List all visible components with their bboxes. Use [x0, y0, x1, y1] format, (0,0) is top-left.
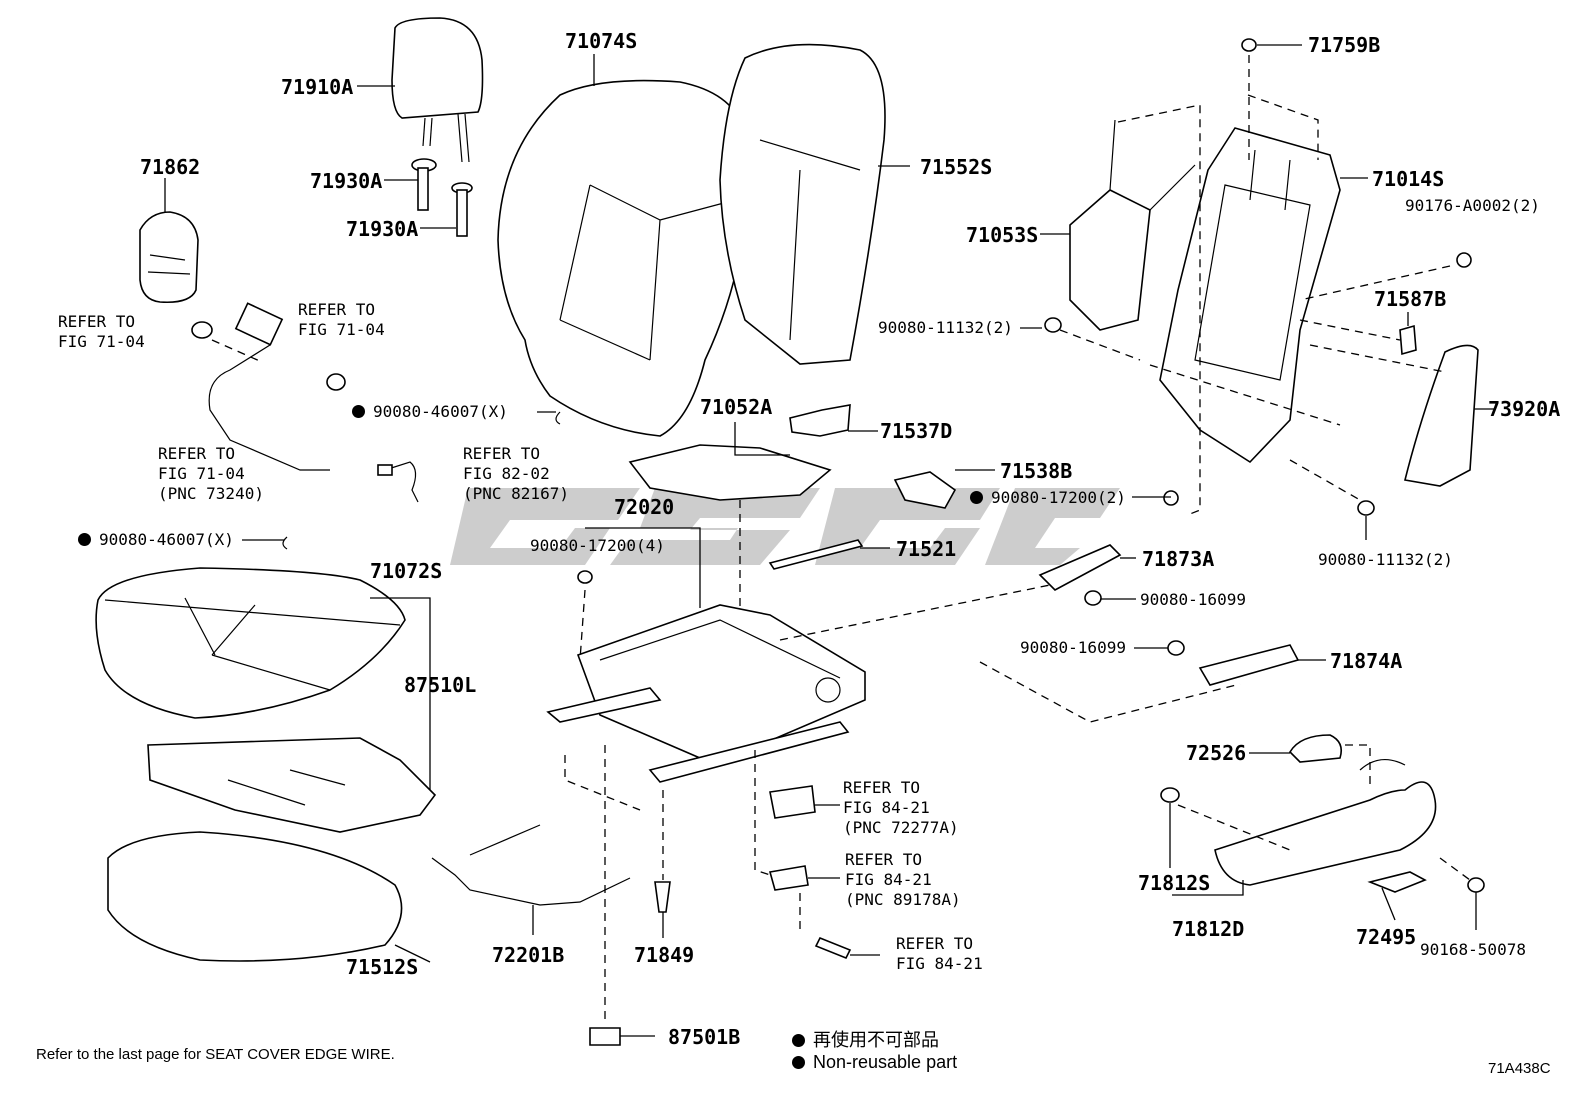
label-71072S: 71072S	[370, 559, 443, 583]
legend-en-text: Non-reusable part	[813, 1052, 958, 1072]
label-71873A: 71873A	[1142, 547, 1215, 571]
seatback-pad	[497, 79, 750, 437]
alignment-dashes	[211, 55, 1471, 1025]
label-87501B: 87501B	[668, 1025, 741, 1049]
seatback-frame	[1159, 127, 1341, 464]
refer-note-6: REFER TO FIG 84-21 (PNC 89178A)	[845, 850, 961, 909]
clip-parts	[191, 321, 346, 391]
cover-71873A	[1038, 544, 1122, 591]
label-72201B: 72201B	[492, 943, 565, 967]
label-90080-46007-b: 90080-46007(X)	[78, 530, 234, 550]
label-71552S: 71552S	[920, 155, 993, 179]
label-71053S: 71053S	[966, 223, 1039, 247]
label-90168-50078: 90168-50078	[1420, 940, 1526, 959]
label-71587B: 71587B	[1374, 287, 1447, 311]
label-71759B: 71759B	[1308, 33, 1381, 57]
headrest-guide-b	[451, 182, 473, 237]
seat-belt-buckle	[208, 302, 330, 471]
strip-71521	[768, 539, 864, 570]
cover-71874A	[1198, 644, 1300, 686]
clip-a	[555, 411, 561, 425]
side-shield	[1214, 759, 1437, 886]
headrest	[391, 17, 484, 163]
seatback-cover	[719, 43, 886, 365]
label-71537D: 71537D	[880, 419, 953, 443]
label-71849: 71849	[634, 943, 695, 967]
refer-note-4: REFER TO FIG 82-02 (PNC 82167)	[463, 444, 569, 503]
label-90080-16099-b: 90080-16099	[1020, 638, 1126, 657]
label-90080-11132-b: 90080-11132(2)	[1318, 550, 1453, 569]
label-72495: 72495	[1356, 925, 1417, 949]
figure-code: 71A438C	[1488, 1060, 1551, 1077]
label-90176-A0002: 90176-A0002(2)	[1405, 196, 1540, 215]
label-90080-16099-a: 90080-16099	[1140, 590, 1246, 609]
legend-jp: 再使用不可部品	[792, 1026, 939, 1052]
refer-note-5: REFER TO FIG 84-21 (PNC 72277A)	[843, 778, 959, 837]
wire-harness	[377, 461, 419, 503]
label-90080-17200-a-text: 90080-17200(2)	[991, 488, 1126, 507]
label-71862: 71862	[140, 155, 201, 179]
bolts	[577, 38, 1485, 1046]
legend-dot	[792, 1034, 805, 1047]
label-71052A: 71052A	[700, 395, 773, 419]
seat-cushion-cover	[107, 831, 403, 962]
label-90080-17200-a: 90080-17200(2)	[970, 488, 1126, 508]
bracket-71537D	[789, 404, 851, 437]
label-90080-11132-a: 90080-11132(2)	[878, 318, 1013, 337]
legend-dot	[792, 1056, 805, 1069]
footer-note: Refer to the last page for SEAT COVER ED…	[36, 1046, 395, 1063]
label-71538B: 71538B	[1000, 459, 1073, 483]
label-71930A-2: 71930A	[346, 217, 419, 241]
seat-track-frame	[546, 604, 866, 783]
side-cover	[139, 211, 199, 304]
label-90080-17200-b: 90080-17200(4)	[530, 536, 665, 555]
label-90080-46007-a-text: 90080-46007(X)	[373, 402, 508, 421]
refer-note-7: REFER TO FIG 84-21	[896, 934, 983, 973]
label-72526: 72526	[1186, 741, 1247, 765]
bracket-71538B	[893, 471, 957, 509]
label-71014S: 71014S	[1372, 167, 1445, 191]
non-reusable-dot	[352, 405, 365, 418]
label-87510L: 87510L	[404, 673, 477, 697]
bracket-71587B	[1399, 324, 1417, 356]
edge-wire	[431, 824, 631, 906]
label-71930A-1: 71930A	[310, 169, 383, 193]
label-71512S: 71512S	[346, 955, 419, 979]
label-71874A: 71874A	[1330, 649, 1403, 673]
label-71074S: 71074S	[565, 29, 638, 53]
recliner-knob	[1288, 734, 1343, 763]
headrest-guide-a	[411, 158, 437, 211]
label-90080-46007-a: 90080-46007(X)	[352, 402, 508, 422]
refer-note-2: REFER TO FIG 71-04	[298, 300, 385, 339]
side-airbag	[1404, 344, 1479, 487]
label-71910A: 71910A	[281, 75, 354, 99]
legend-jp-text: 再使用不可部品	[813, 1030, 939, 1050]
cover-72495	[1367, 871, 1427, 893]
label-71812D: 71812D	[1172, 917, 1245, 941]
label-71812S: 71812S	[1138, 871, 1211, 895]
non-reusable-dot	[78, 533, 91, 546]
label-71521: 71521	[896, 537, 957, 561]
refer-note-3: REFER TO FIG 71-04 (PNC 73240)	[158, 444, 264, 503]
non-reusable-dot	[970, 491, 983, 504]
refer-note-1: REFER TO FIG 71-04	[58, 312, 145, 351]
seat-heater-mat	[147, 737, 437, 833]
legend-en: Non-reusable part	[792, 1052, 957, 1073]
label-90080-46007-b-text: 90080-46007(X)	[99, 530, 234, 549]
leader-lines	[164, 44, 1496, 1037]
seat-cushion-pad	[95, 567, 406, 719]
lumbar-support	[1069, 119, 1196, 331]
clip-b	[282, 536, 288, 550]
label-72020: 72020	[614, 495, 675, 519]
label-73920A: 73920A	[1488, 397, 1561, 421]
cushion-spring	[628, 444, 832, 501]
